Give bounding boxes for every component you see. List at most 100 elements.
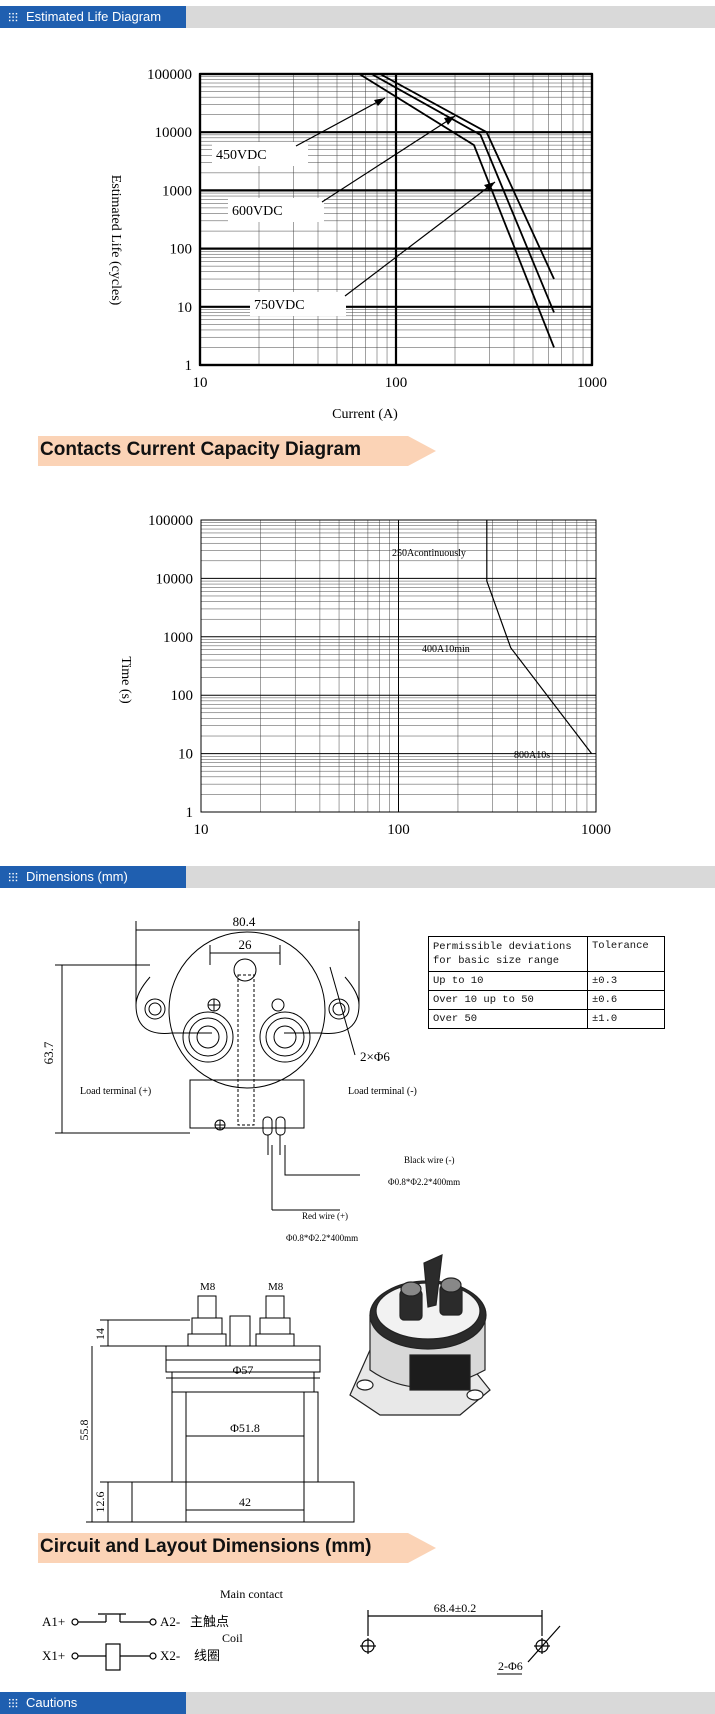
label-a1: A1+ <box>42 1614 65 1629</box>
x-tick-label: 10 <box>193 375 208 391</box>
label-black-wire-spec: Φ0.8*Φ2.2*400mm <box>388 1177 460 1187</box>
dim-holes: 2×Φ6 <box>360 1049 390 1064</box>
label-load-neg: Load terminal (-) <box>348 1086 417 1097</box>
table-cell: ±0.6 <box>587 990 665 1010</box>
dim-55-8: 55.8 <box>77 1420 91 1441</box>
x-tick-label: 10 <box>194 822 209 838</box>
label-x2: X2- <box>160 1648 180 1663</box>
y-tick-label: 100 <box>170 242 193 258</box>
y-axis-label-life: Estimated Life (cycles) <box>108 175 123 306</box>
dim-26: 26 <box>239 937 253 952</box>
label-m8-right: M8 <box>268 1281 284 1293</box>
series-line-600VDC <box>371 73 555 313</box>
table-row: Over 50 ±1.0 <box>428 1009 665 1029</box>
dim-14: 14 <box>93 1328 107 1340</box>
y-tick-label: 1000 <box>163 630 193 646</box>
series-line-750VDC <box>358 73 555 348</box>
y-tick-label: 10 <box>178 747 193 763</box>
label-red-wire: Red wire (+) <box>302 1211 348 1221</box>
side-view-drawing: M8 M8 14 Φ57 Φ51.8 55.8 12.6 42 <box>77 1281 355 1523</box>
x-tick-label: 1000 <box>577 375 607 391</box>
series-line-0 <box>486 520 593 754</box>
y-tick-label: 100000 <box>147 67 192 83</box>
annotation-400a: 400A10min <box>422 644 470 655</box>
section-title-life: Estimated Life Diagram <box>26 9 162 24</box>
y-tick-label: 1 <box>185 358 193 374</box>
section-title-dimensions: Dimensions (mm) <box>26 869 128 884</box>
y-tick-label: 10 <box>177 300 192 316</box>
label-load-pos: Load terminal (+) <box>80 1086 151 1097</box>
grid-icon <box>8 1698 18 1708</box>
series-label-750vdc: 750VDC <box>254 298 305 313</box>
section-tab-cautions: Cautions <box>0 1692 186 1714</box>
table-cell: Up to 10 <box>428 971 588 991</box>
section-title-cautions: Cautions <box>26 1695 78 1710</box>
label-a2-cn: 主触点 <box>190 1614 229 1629</box>
section-bar-dimensions: Dimensions (mm) <box>0 866 715 888</box>
dim-hole-count: 2-Φ6 <box>498 1659 523 1673</box>
grid-icon <box>8 12 18 22</box>
table-row: Up to 10 ±0.3 <box>428 971 665 991</box>
table-header-range: Permissible deviations for basic size ra… <box>428 936 588 972</box>
plot-frame <box>198 72 594 367</box>
y-tick-label: 10000 <box>156 571 194 587</box>
x-tick-label: 100 <box>387 822 410 838</box>
label-m8-left: M8 <box>200 1281 216 1293</box>
y-tick-label: 100000 <box>148 513 193 529</box>
dim-63-7: 63.7 <box>41 1041 56 1064</box>
table-cell: Over 10 up to 50 <box>428 990 588 1010</box>
table-row: Over 10 up to 50 ±0.6 <box>428 990 665 1010</box>
dim-42: 42 <box>239 1495 251 1509</box>
section-bar-life: Estimated Life Diagram <box>0 6 715 28</box>
section-tab-dimensions: Dimensions (mm) <box>0 866 186 888</box>
table-header-tolerance: Tolerance <box>587 936 665 972</box>
leader-750 <box>344 181 496 297</box>
tolerance-table: Permissible deviations for basic size ra… <box>428 936 665 1029</box>
banner-arrow-shape <box>38 1533 436 1563</box>
label-black-wire: Black wire (-) <box>404 1155 454 1165</box>
banner-circuit: Circuit and Layout Dimensions (mm) <box>38 1533 438 1563</box>
grid-icon <box>8 872 18 882</box>
table-cell: ±0.3 <box>587 971 665 991</box>
x-tick-label: 100 <box>385 375 408 391</box>
leader-600 <box>321 115 456 203</box>
y-tick-label: 1 <box>186 805 194 821</box>
section-bar-cautions: Cautions <box>0 1692 715 1714</box>
x-axis-label-current: Current (A) <box>332 407 398 422</box>
label-x1: X1+ <box>42 1648 65 1663</box>
annotation-250a: 250Acontinuously <box>392 548 466 559</box>
series-label-600vdc: 600VDC <box>232 204 283 219</box>
series-labels: 450VDC 600VDC 750VDC <box>212 97 496 316</box>
leader-450 <box>295 97 386 147</box>
series-label-450vdc: 450VDC <box>216 148 267 163</box>
circuit-diagram: Main contact A1+ A2- 主触点 Coil X1+ X2- 线圈… <box>42 1587 561 1675</box>
dim-phi51: Φ51.8 <box>230 1421 260 1435</box>
dim-phi57: Φ57 <box>233 1363 254 1377</box>
y-tick-label: 100 <box>171 688 194 704</box>
product-3d-drawing <box>349 1254 491 1416</box>
y-tick-label: 10000 <box>155 125 193 141</box>
top-view-drawing: 80.4 26 63.7 2×Φ6 Load terminal (+) Load… <box>41 914 460 1243</box>
series-line-450VDC <box>379 73 555 280</box>
banner-title-circuit: Circuit and Layout Dimensions (mm) <box>40 1536 372 1557</box>
x-tick-label: 1000 <box>581 822 611 838</box>
y-tick-label: 1000 <box>162 183 192 199</box>
dim-spacing: 68.4±0.2 <box>434 1601 477 1615</box>
label-coil: Coil <box>222 1631 243 1645</box>
banner-arrow-shape <box>38 436 436 466</box>
banner-title-capacity: Contacts Current Capacity Diagram <box>40 439 361 460</box>
label-red-wire-spec: Φ0.8*Φ2.2*400mm <box>286 1233 358 1243</box>
annotation-800a: 800A10s <box>514 750 550 761</box>
plot-frame <box>200 519 597 813</box>
dim-12-6: 12.6 <box>93 1492 107 1513</box>
label-a2: A2- <box>160 1614 180 1629</box>
banner-capacity: Contacts Current Capacity Diagram <box>38 436 438 466</box>
label-x2-cn: 线圈 <box>194 1648 220 1663</box>
table-cell: ±1.0 <box>587 1009 665 1029</box>
section-tab-life: Estimated Life Diagram <box>0 6 186 28</box>
dim-80-4: 80.4 <box>233 914 256 929</box>
label-main-contact: Main contact <box>220 1587 284 1601</box>
table-cell: Over 50 <box>428 1009 588 1029</box>
